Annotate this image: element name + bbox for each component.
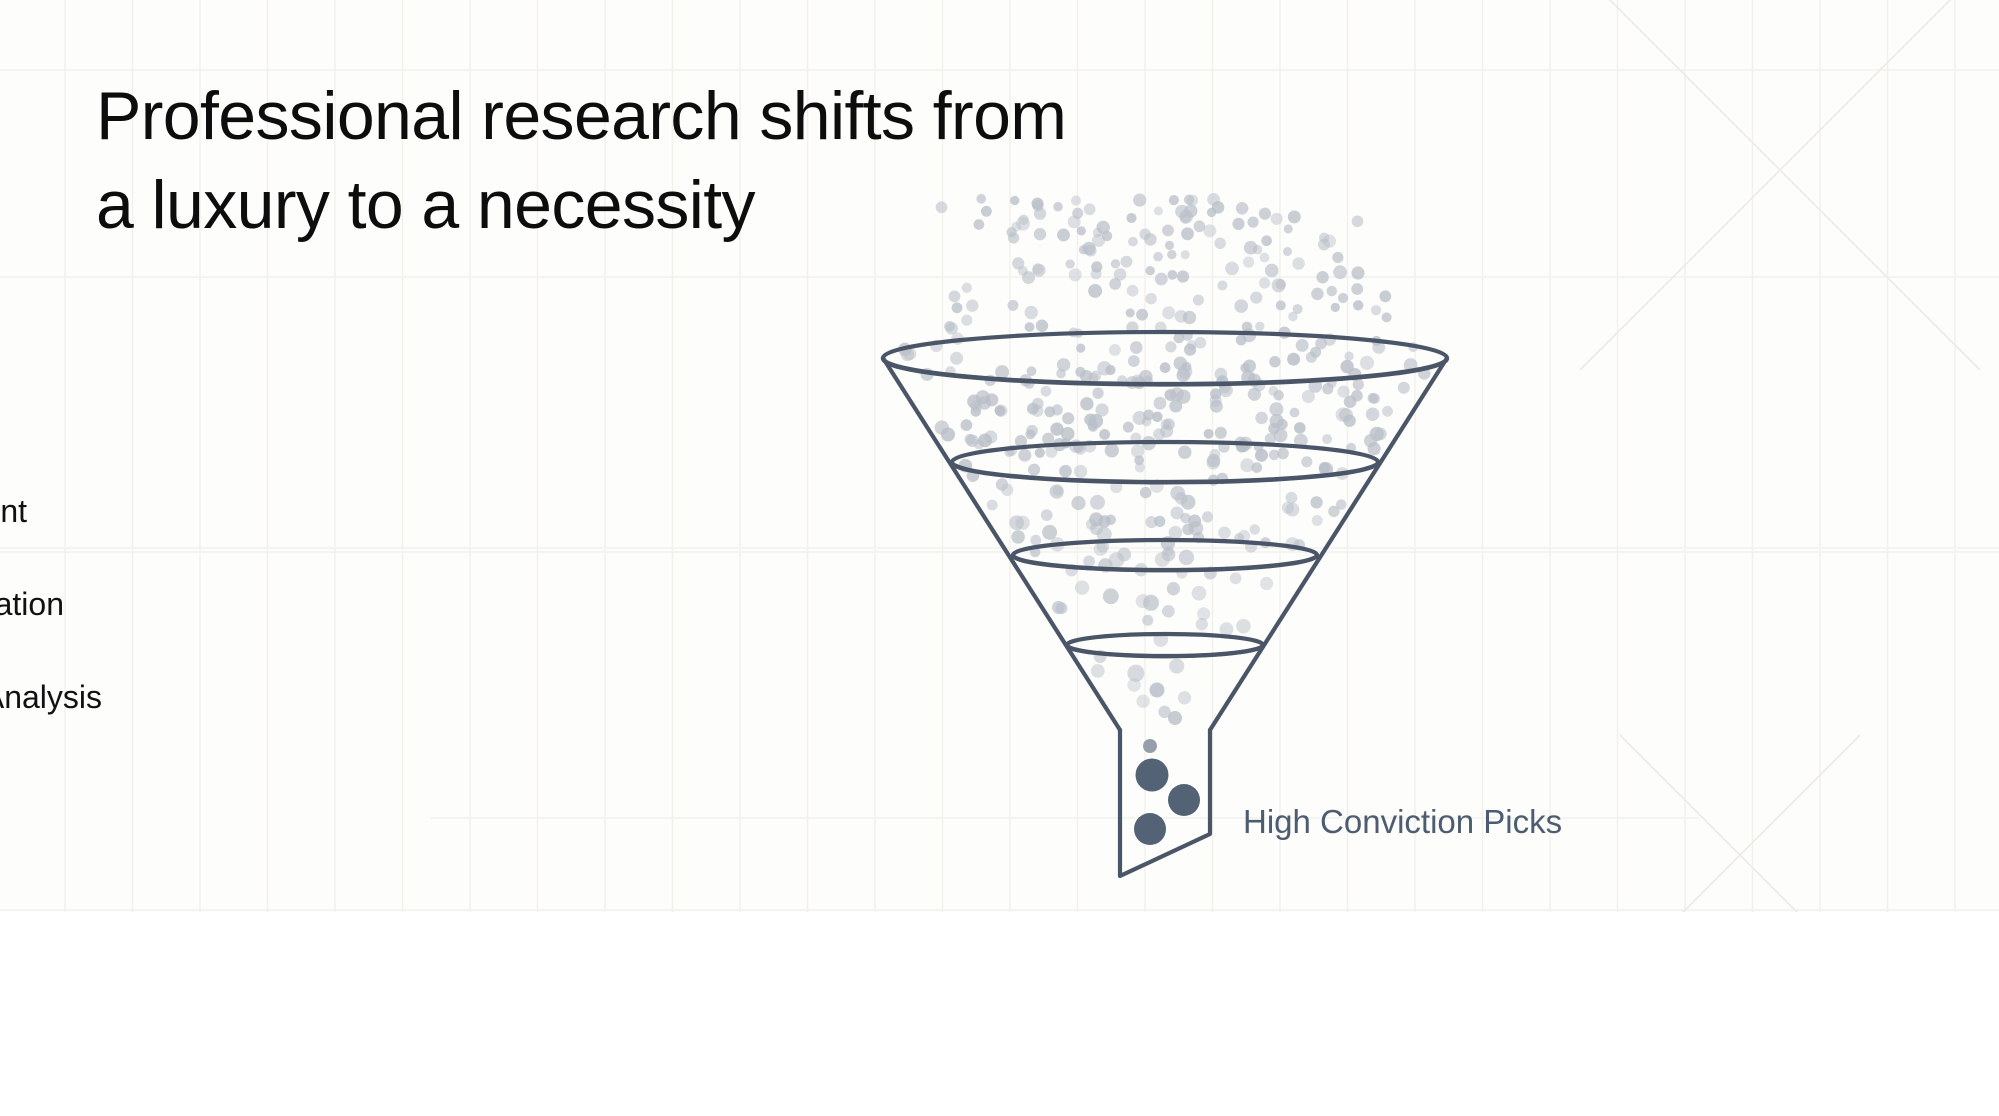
funnel-output-label: High Conviction Picks [1243,803,1563,840]
funnel-stage-labels: Raw SME Universe Intimate Business Model… [0,0,1090,912]
grid-decorative-marks [1579,0,1981,912]
page-title-line-2: a luxury to a necessity [96,167,756,243]
background-grid-panel [0,0,1999,912]
page-title: Professional research shifts from a luxu… [96,72,1296,250]
funnel-stage-label-promoter-credibility: Promoter Credibility Evaluation [0,586,64,622]
page-title-line-1: Professional research shifts from [96,78,1067,154]
funnel-stage-label-order-book-trajectory: Order Book & Trajectory Analysis [0,679,102,715]
funnel-stage-label-business-model-assessment: Intimate Business Model Assessment [0,493,27,529]
